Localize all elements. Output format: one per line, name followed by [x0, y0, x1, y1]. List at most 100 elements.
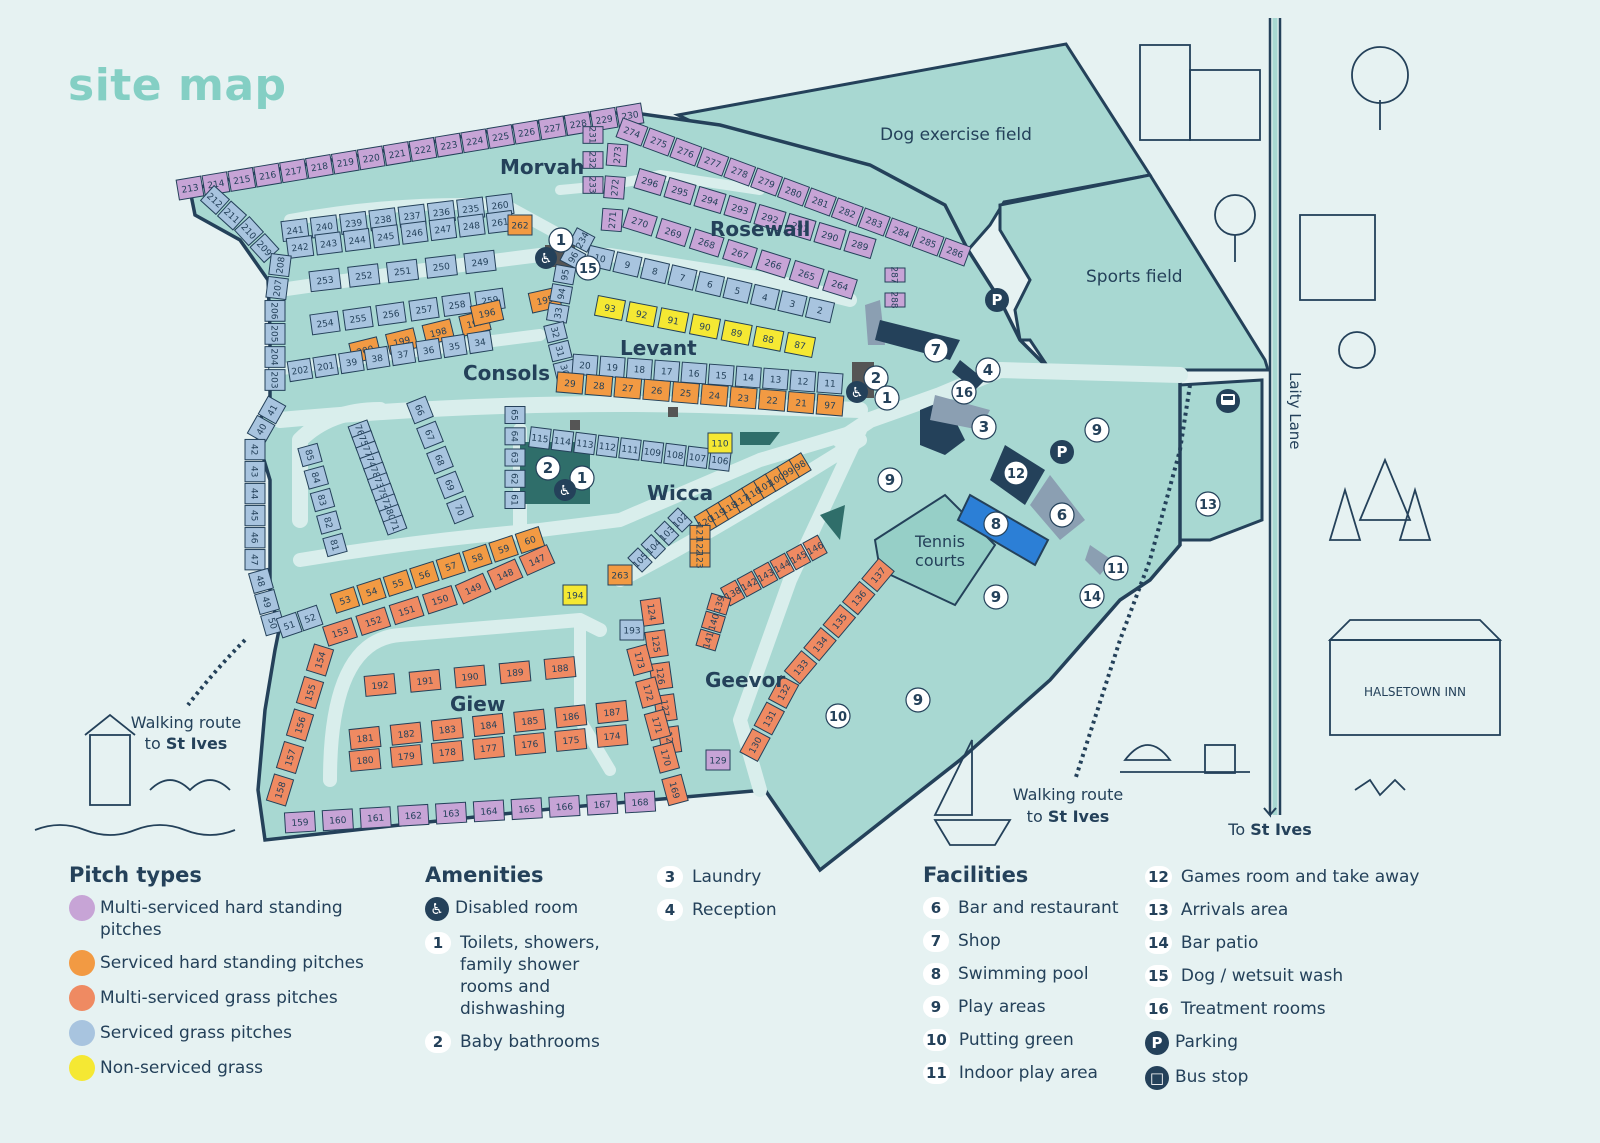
- walking-route-right: [1073, 384, 1192, 781]
- decorative-illustrations: [34, 44, 1503, 846]
- pitch-cell: [389, 744, 423, 768]
- pitch-number: 250: [432, 262, 450, 274]
- marker-circle: [971, 414, 997, 440]
- pitch-cell: [348, 725, 382, 751]
- pitch-number: 109: [643, 447, 662, 459]
- pitch-cell: [512, 119, 541, 145]
- pitch-number: 240: [315, 222, 334, 234]
- pitch-cell: [440, 333, 468, 359]
- pitch-42: 42: [244, 438, 266, 461]
- pitch-cell: [498, 660, 532, 685]
- pitch-cell: [279, 158, 308, 184]
- pitch-number: 59: [497, 544, 511, 557]
- pitch-number: 95: [560, 268, 572, 281]
- pitch-41: 41: [257, 395, 287, 425]
- facility-marker-2: 2: [863, 365, 889, 391]
- pitch-59: 59: [488, 534, 519, 563]
- pitch-cell: [514, 526, 546, 554]
- area-name-levant: Levant: [620, 336, 697, 360]
- pitch-number: 163: [442, 809, 460, 820]
- pitch-cell: [625, 301, 658, 328]
- pitch-177: 177: [472, 736, 505, 760]
- label-laity-lane: Laity Lane: [1286, 372, 1304, 450]
- pitch-194: 194: [562, 584, 588, 606]
- pitch-125: 125: [644, 629, 669, 659]
- pitch-cell: [562, 584, 588, 606]
- marker-label: 9: [885, 471, 895, 489]
- pitch-number: 237: [403, 211, 421, 223]
- pitch-cell: [321, 808, 354, 832]
- marker-label: 4: [983, 361, 993, 379]
- pitch-number: 225: [492, 132, 511, 145]
- marker-label: 1: [882, 389, 892, 407]
- marker-circle: [985, 288, 1009, 312]
- pitch-number: 26: [650, 386, 663, 397]
- pitch-cell: [762, 367, 790, 391]
- pitch-cell: [671, 381, 700, 405]
- pitch-261: 261: [485, 209, 515, 235]
- legend-label: Multi-serviced grass pitches: [100, 988, 338, 1008]
- pitch-number: 12: [797, 377, 809, 388]
- pitch-152: 152: [355, 606, 392, 636]
- pitch-66: 66: [406, 395, 434, 425]
- pitch-256: 256: [375, 301, 407, 327]
- marker-label: P: [1057, 443, 1068, 461]
- legend-amenity-3: 3 Laundry: [657, 866, 857, 888]
- pitch-136: 136: [841, 580, 876, 616]
- marker-label: 8: [991, 515, 1001, 533]
- pitch-number: 207: [273, 279, 285, 297]
- pitch-142: 142: [736, 570, 762, 598]
- pitch-number: 49: [259, 596, 272, 610]
- pitch-number: 70: [452, 503, 466, 518]
- marker-circle: [1195, 491, 1221, 517]
- pitch-number: 71: [387, 518, 400, 532]
- pitch-number: 247: [434, 225, 452, 237]
- pitch-69: 69: [436, 470, 464, 500]
- pitch-168: 168: [623, 790, 657, 814]
- pitch-cell: [513, 732, 547, 756]
- facility-marker-1: 1: [874, 385, 900, 411]
- pitch-247: 247: [428, 217, 458, 242]
- pitch-220: 220: [356, 145, 386, 171]
- pitch-143: 143: [752, 561, 779, 589]
- pitch-cell: [436, 470, 464, 500]
- pitch-cell: [640, 440, 665, 464]
- facility-marker-7: 7: [923, 337, 949, 363]
- pitch-282: 282: [830, 197, 864, 227]
- pitch-number: 121: [694, 524, 704, 541]
- pitch-number: 258: [448, 300, 467, 312]
- pitch-40: 40: [246, 414, 276, 444]
- label-walking-route-right-destination: to St Ives: [1027, 807, 1110, 826]
- legend-label: Bar and restaurant: [958, 898, 1119, 918]
- pitch-number: 168: [631, 798, 649, 809]
- pitch-cell: [803, 187, 837, 217]
- pitch-cell: [244, 438, 266, 461]
- pitch-215: 215: [227, 166, 257, 192]
- pitch-number: 173: [631, 651, 645, 670]
- legend-label: Play areas: [958, 997, 1046, 1017]
- pitch-114: 114: [550, 429, 575, 453]
- pitch-number: 113: [576, 439, 594, 451]
- facility-marker-13: 13: [1195, 491, 1221, 517]
- pitch-cell: [356, 145, 386, 171]
- pitch-number: 7: [678, 273, 686, 284]
- pitch-number: 29: [564, 379, 577, 390]
- pitch-number: 56: [418, 569, 432, 582]
- legend-number: 14: [1145, 932, 1172, 954]
- pitch-cell: [555, 371, 585, 395]
- pitch-number: 37: [397, 350, 410, 362]
- pitch-cell: [750, 167, 784, 197]
- pitch-cell: [408, 136, 438, 162]
- pitch-290: 290: [813, 221, 847, 251]
- legend-pitch-type-4: Serviced grass pitches: [69, 1020, 399, 1046]
- pitch-number: 184: [480, 721, 498, 733]
- pitch-36: 36: [415, 337, 442, 363]
- pitch-number: 253: [316, 276, 334, 288]
- pitch-27: 27: [613, 376, 643, 400]
- pitch-number: 174: [603, 732, 621, 744]
